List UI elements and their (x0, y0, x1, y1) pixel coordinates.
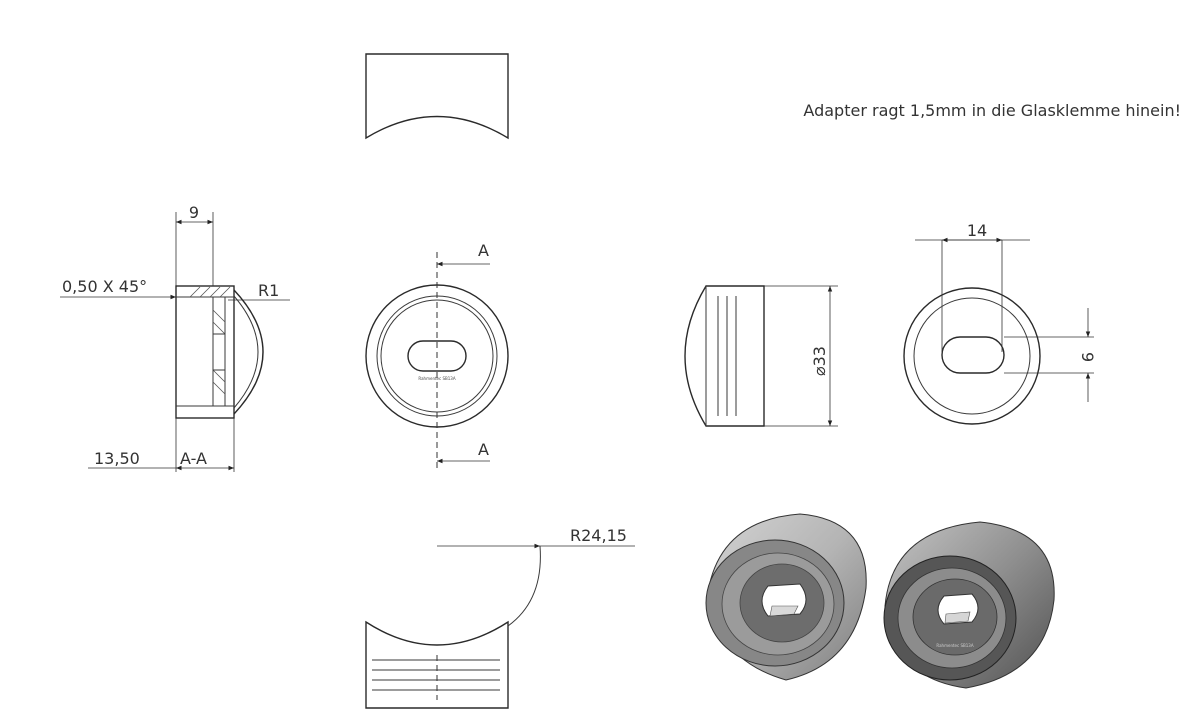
dim-13-50: 13,50 (94, 449, 140, 468)
dim-9-side: 9 (1078, 352, 1097, 362)
dim-9-top: 9 (189, 203, 199, 222)
front-view: Rahmentec SB13A A A (365, 241, 509, 470)
dim-14: 14 (967, 221, 987, 240)
bottom-view: R24,15 (365, 526, 635, 709)
render-light (705, 513, 867, 681)
dim-dia-33: ⌀33 (810, 346, 829, 376)
back-view: 14 9 (903, 221, 1097, 425)
dim-r1: R1 (258, 281, 279, 300)
top-view (365, 53, 509, 140)
section-a-bottom: A (478, 440, 489, 459)
section-a-top: A (478, 241, 489, 260)
side-view: ⌀33 (684, 285, 838, 427)
dim-r24-15: R24,15 (570, 526, 627, 545)
section-label: A-A (180, 449, 207, 468)
render-engraving: Rahmentec SB13A (936, 643, 973, 648)
dim-chamfer: 0,50 X 45° (62, 277, 147, 296)
note-text: Adapter ragt 1,5mm in die Glasklemme hin… (803, 101, 1181, 120)
render-dark: Rahmentec SB13A (883, 521, 1055, 689)
engraving-text: Rahmentec SB13A (418, 376, 455, 381)
section-view-a-a: 9 0,50 X 45° R1 13,50 A-A (60, 203, 290, 472)
